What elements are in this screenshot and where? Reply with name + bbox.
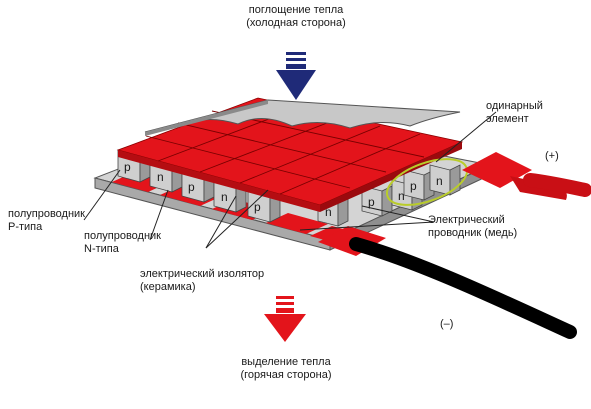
leg-p-5-label: p [410,179,417,193]
leg-n-2-label: n [221,190,228,204]
leg-p-4 [361,185,393,217]
heat-release-line2: (горячая сторона) [240,369,332,381]
heat-release-line1: выделение тепла [241,356,331,368]
conductor-label: Электрический проводник (медь) [428,214,517,240]
leg-n-4-label: n [398,189,405,203]
conductor-line1: Электрический [428,214,505,226]
insulator-label: электрический изолятор (керамика) [140,268,264,294]
n-type-label: полупроводник N-типа [84,230,161,256]
leg-n-1-label: n [157,170,164,184]
leg-n-5-label: n [436,174,443,188]
insulator-line2: (керамика) [140,281,196,293]
single-element-label: одинарный элемент [486,100,543,126]
negative-wire [318,226,577,339]
leg-p-2-label: p [188,180,195,194]
hot-side-arrow [264,296,306,342]
leg-n-3-label: n [325,205,332,219]
leader-lines [83,111,497,249]
top-copper-plate [116,97,464,212]
heat-absorb-line1: поглощение тепла [248,4,344,16]
heat-absorb-line2: (холодная сторона) [246,17,346,29]
positive-wire [462,152,591,200]
single-element-line2: элемент [486,113,529,125]
conductor-line2: проводник (медь) [428,227,518,239]
p-type-label: полупроводник P-типа [8,208,85,234]
single-element-line1: одинарный [486,100,543,112]
minus-label: (–) [440,318,454,330]
leg-p-1-label: p [124,160,131,174]
n-type-line2: N-типа [84,243,119,255]
heat-absorb-label: поглощение тепла (холодная сторона) [230,4,362,30]
p-type-line1: полупроводник [8,208,85,220]
leg-n-5 [429,164,461,196]
n-type-line1: полупроводник [84,230,161,242]
leg-p-3-label: p [254,200,261,214]
top-ceramic-plate [144,99,461,136]
leg-p-5 [403,169,435,201]
cold-side-arrow [276,52,316,100]
insulator-line1: электрический изолятор [140,268,265,280]
plus-label: (+) [545,150,559,162]
p-type-line2: P-типа [8,221,43,233]
heat-release-label: выделение тепла (горячая сторона) [222,356,350,382]
leg-p-4-label: p [368,195,375,209]
